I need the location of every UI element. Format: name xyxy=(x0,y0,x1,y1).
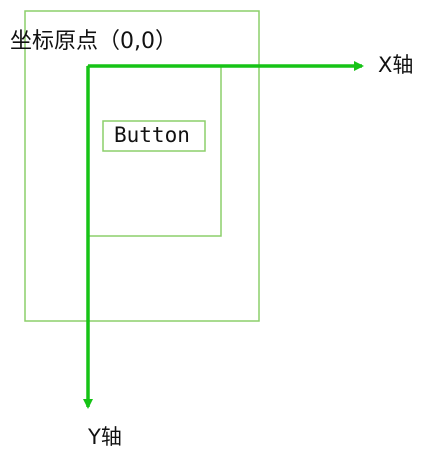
origin-label: 坐标原点（0,0） xyxy=(10,29,177,54)
button-label[interactable]: Button xyxy=(114,123,190,147)
button-frame[interactable] xyxy=(102,120,206,152)
y-axis-label: Y轴 xyxy=(87,425,122,449)
outer-frame xyxy=(24,10,260,322)
x-axis-label: X轴 xyxy=(378,53,413,77)
